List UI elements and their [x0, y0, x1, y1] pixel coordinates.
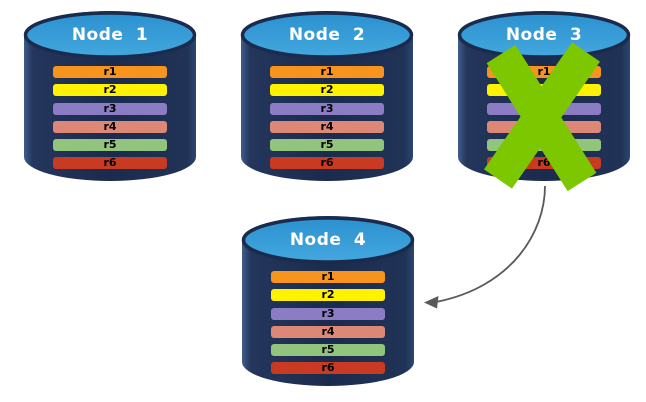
arrowhead-icon — [424, 296, 439, 309]
node-label: Node 2 — [288, 25, 366, 45]
failure-x-icon — [484, 42, 600, 192]
replica-row-r4: r4 — [271, 325, 385, 338]
node-4: Node 4 r1 r2 r3 r4 r5 r6 — [240, 213, 416, 389]
node-2: Node 2 r1 r2 r3 r4 r5 r6 — [239, 8, 415, 184]
node-1: Node 1 r1 r2 r3 r4 r5 r6 — [22, 8, 198, 184]
replica-row-r1: r1 — [271, 271, 385, 283]
replica-row-r2: r2 — [271, 289, 385, 302]
node-label: Node 4 — [289, 230, 367, 250]
replica-row-r2: r2 — [53, 84, 167, 97]
replica-row-r5: r5 — [53, 139, 167, 152]
replica-row-r4: r4 — [53, 120, 167, 133]
replica-row-r1: r1 — [270, 66, 384, 78]
node-label: Node 3 — [505, 25, 583, 45]
replica-row-r1: r1 — [53, 66, 167, 78]
replica-row-r5: r5 — [270, 139, 384, 152]
replica-row-r6: r6 — [53, 157, 167, 170]
replica-row-list: r1 r2 r3 r4 r5 r6 — [271, 271, 385, 381]
replica-row-r3: r3 — [53, 102, 167, 115]
replica-row-r6: r6 — [270, 157, 384, 170]
replica-row-r2: r2 — [270, 84, 384, 97]
replica-row-r6: r6 — [271, 362, 385, 375]
replica-row-list: r1 r2 r3 r4 r5 r6 — [53, 66, 167, 176]
replica-row-r3: r3 — [271, 307, 385, 320]
node-label: Node 1 — [71, 25, 149, 45]
replica-row-r3: r3 — [270, 102, 384, 115]
replica-row-r4: r4 — [270, 120, 384, 133]
replica-row-r5: r5 — [271, 344, 385, 357]
replica-row-list: r1 r2 r3 r4 r5 r6 — [270, 66, 384, 176]
